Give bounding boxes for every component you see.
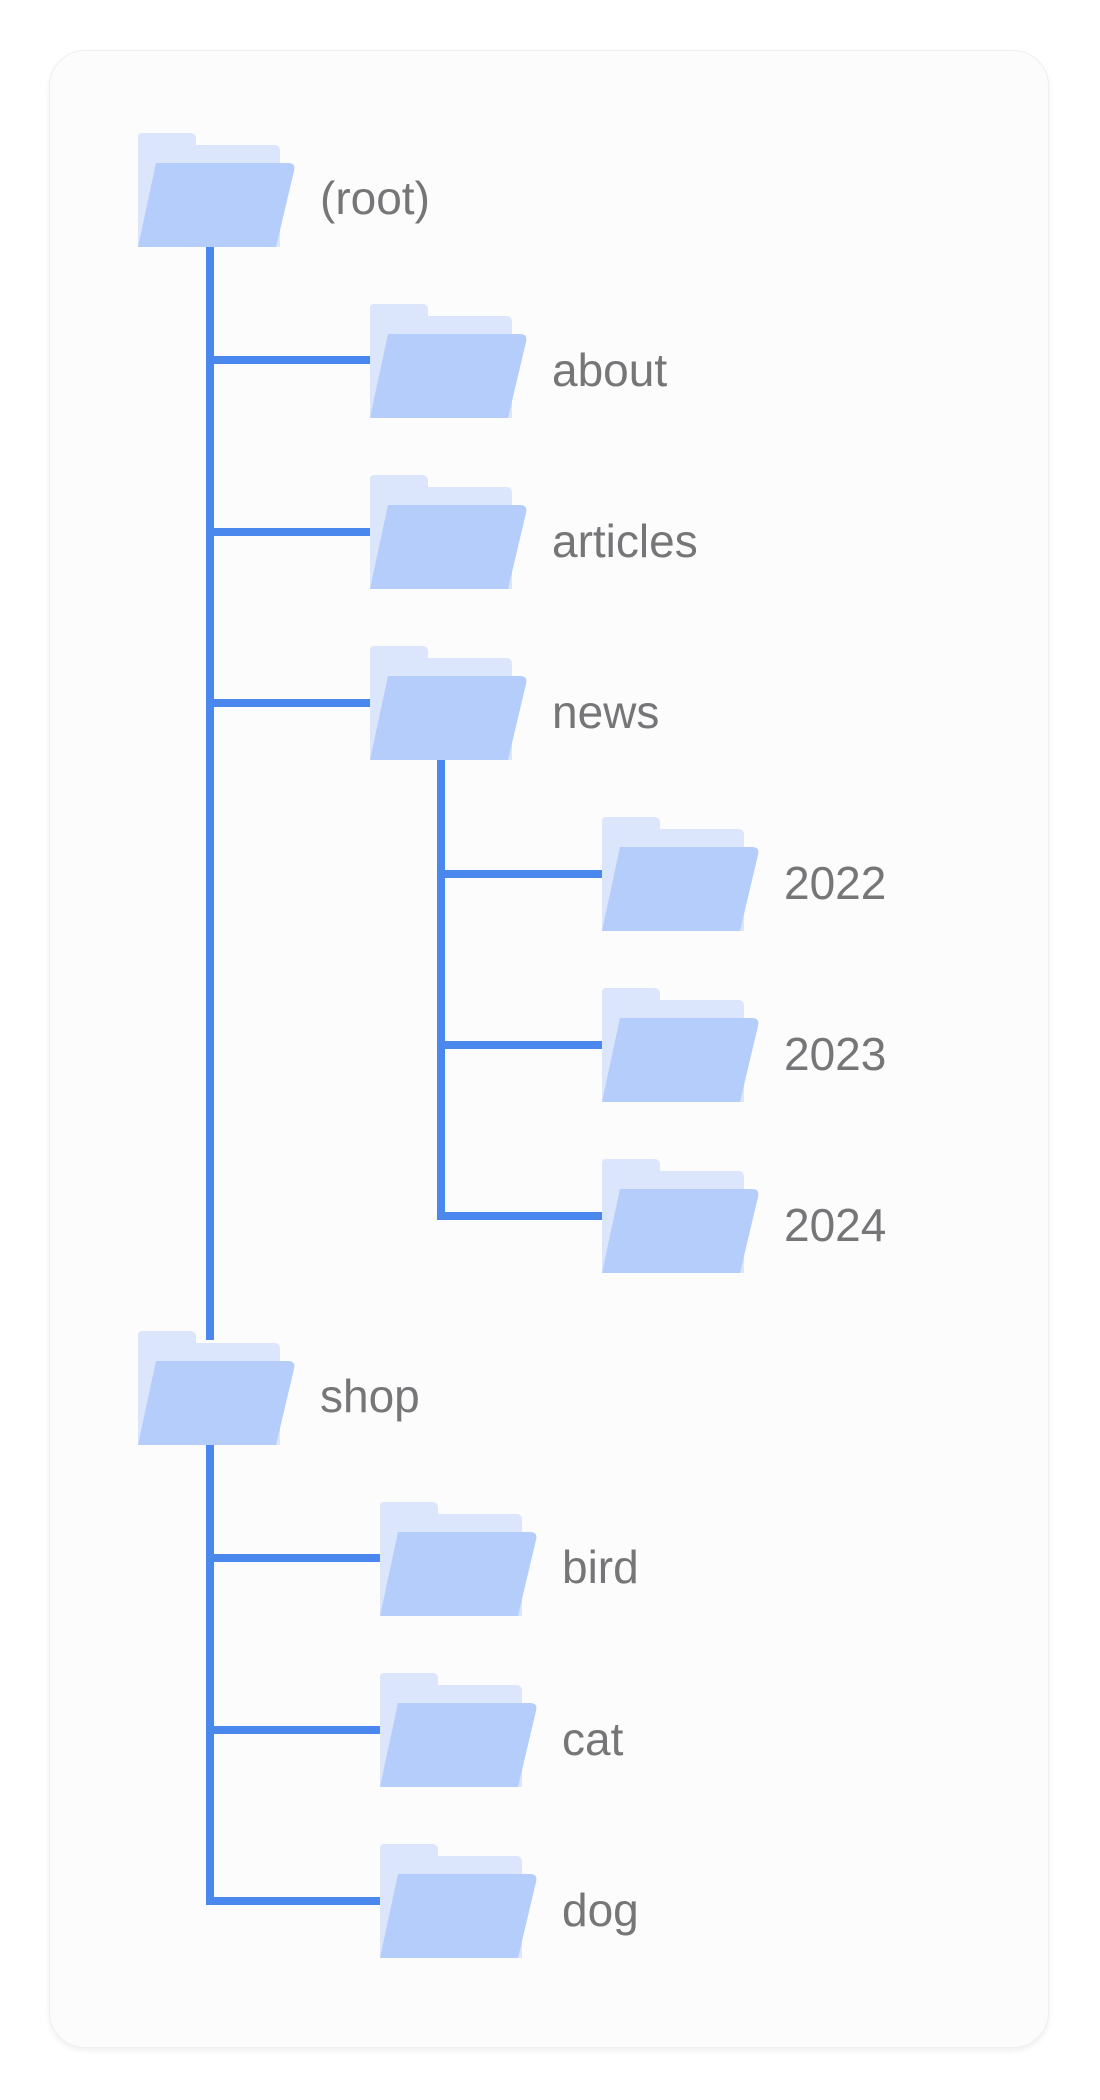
node-2023[interactable]: 2023 [602,988,886,1102]
node-label-dog: dog [562,1884,639,1936]
node-dog[interactable]: dog [380,1844,639,1958]
folder-icon [602,817,759,931]
node-label-root: (root) [320,172,430,224]
folder-icon [602,1159,759,1273]
folder-icon [380,1502,537,1616]
node-articles[interactable]: articles [370,475,698,589]
node-shop[interactable]: shop [138,1331,420,1445]
folder-icon [138,133,295,247]
folder-icon [380,1844,537,1958]
node-label-shop: shop [320,1370,420,1422]
folder-icon [138,1331,295,1445]
node-root[interactable]: (root) [138,133,430,247]
node-cat[interactable]: cat [380,1673,624,1787]
node-label-about: about [552,344,667,396]
node-label-cat: cat [562,1713,624,1765]
folder-icon [370,646,527,760]
node-2024[interactable]: 2024 [602,1159,886,1273]
node-label-news: news [552,686,659,738]
folder-icon [370,475,527,589]
node-label-2023: 2023 [784,1028,886,1080]
connector-lines [206,242,606,1905]
node-label-articles: articles [552,515,698,567]
node-news[interactable]: news [370,646,659,760]
node-label-2024: 2024 [784,1199,886,1251]
node-label-bird: bird [562,1541,639,1593]
node-label-2022: 2022 [784,857,886,909]
node-2022[interactable]: 2022 [602,817,886,931]
folder-icon [602,988,759,1102]
folder-icon [370,304,527,418]
folder-icon [380,1673,537,1787]
node-about[interactable]: about [370,304,667,418]
node-bird[interactable]: bird [380,1502,639,1616]
